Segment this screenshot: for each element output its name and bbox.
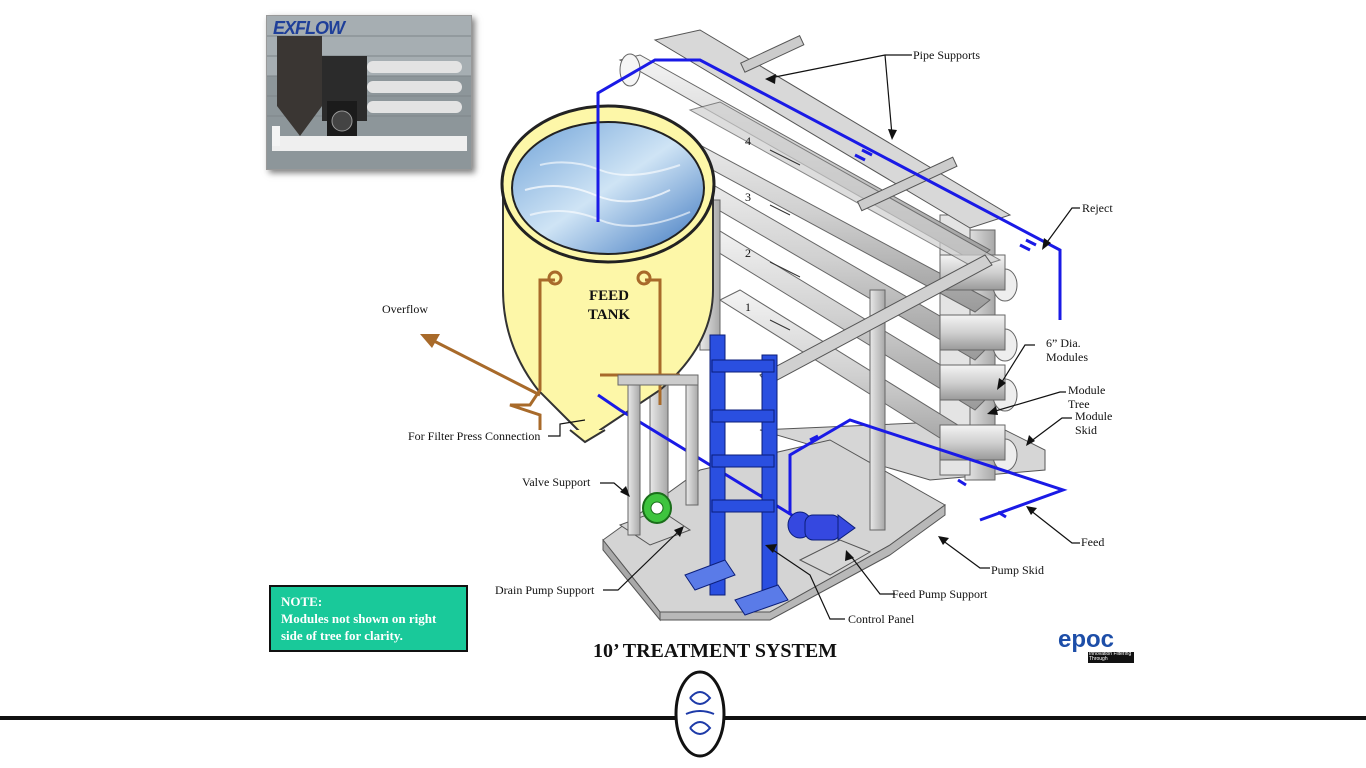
leader-arrows	[548, 54, 1080, 620]
monogram-logo-icon	[674, 670, 726, 758]
label-reject: Reject	[1082, 201, 1113, 215]
label-valve-support: Valve Support	[522, 475, 591, 489]
epoc-logo-text: epoc	[1058, 626, 1115, 653]
note-box: NOTE: Modules not shown on right side of…	[269, 585, 468, 652]
epoc-logo-tagline: Innovation Filtering Through	[1088, 652, 1134, 663]
label-feed: Feed	[1081, 535, 1105, 549]
module-number-1: 1	[745, 300, 751, 314]
note-line-2: side of tree for clarity.	[281, 628, 403, 643]
module-number-3: 3	[745, 190, 751, 204]
label-control-panel: Control Panel	[848, 612, 915, 626]
feed-tank-label-line1: FEED	[588, 288, 629, 304]
label-pump-skid: Pump Skid	[991, 563, 1045, 577]
module-number-4: 4	[745, 134, 751, 148]
label-drain-pump-support: Drain Pump Support	[495, 583, 595, 597]
note-heading: NOTE:	[281, 594, 323, 609]
inset-photo: EXFLOW	[266, 15, 472, 170]
label-modules-line2: Modules	[1046, 350, 1088, 364]
feed-pump	[787, 511, 872, 576]
label-module-tree: Module Tree	[1068, 383, 1105, 411]
arrow-heads	[620, 74, 1051, 561]
label-module-skid-line1: Module	[1075, 409, 1113, 423]
label-module-skid: Module Skid	[1075, 409, 1112, 437]
inset-photo-logo: EXFLOW	[273, 18, 345, 38]
epoc-logo: epoc Innovation Filtering Through	[1058, 626, 1134, 663]
label-module-skid-line2: Skid	[1075, 423, 1098, 437]
valve-support	[617, 374, 699, 536]
drain-pump	[618, 492, 692, 546]
label-module-tree-line1: Module	[1068, 383, 1106, 397]
label-modules: 6” Dia. Modules	[1046, 336, 1088, 364]
module-number-2: 2	[745, 246, 751, 260]
label-feed-pump-support: Feed Pump Support	[892, 587, 988, 601]
inset-photo-illustration	[267, 16, 471, 169]
control-panel	[684, 334, 789, 616]
label-module-tree-line2: Tree	[1068, 397, 1090, 411]
label-modules-line1: 6” Dia.	[1046, 336, 1081, 350]
label-filter-press: For Filter Press Connection	[408, 429, 541, 443]
note-line-1: Modules not shown on right	[281, 611, 437, 626]
label-overflow: Overflow	[382, 302, 428, 316]
flow-arrows	[769, 149, 801, 331]
feed-tank-label: FEED TANK	[578, 287, 640, 325]
pipe-support-beams	[649, 29, 1012, 531]
label-pipe-supports: Pipe Supports	[913, 48, 981, 62]
feed-tank-label-line2: TANK	[587, 307, 631, 323]
diagram-title: 10’ TREATMENT SYSTEM	[592, 640, 838, 662]
